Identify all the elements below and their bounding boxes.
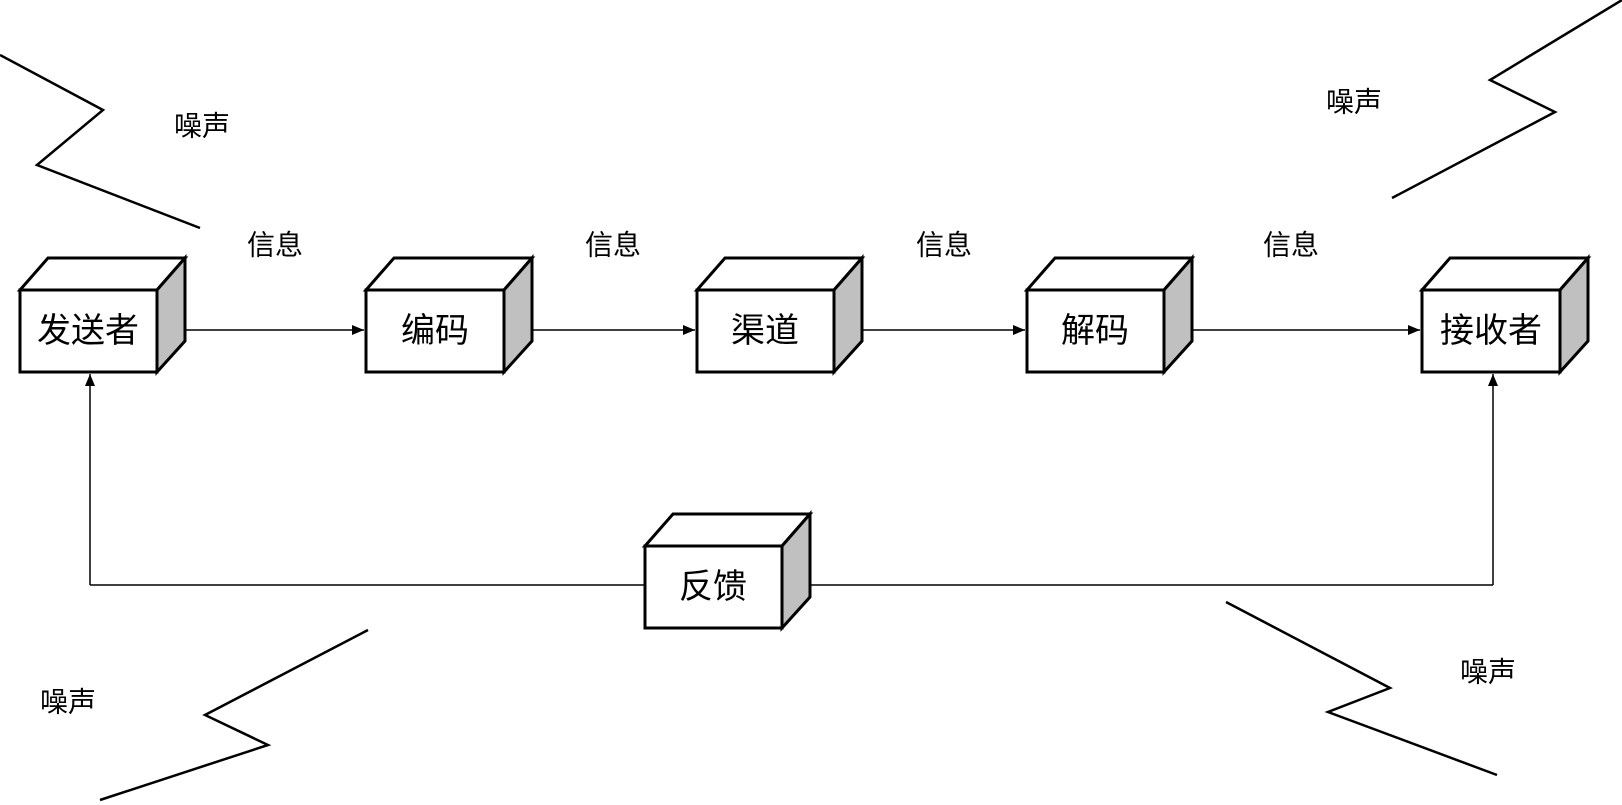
noise-zigzag-bottom-left [99, 628, 369, 802]
sender-box: 发送者 [16, 254, 189, 376]
message-label-4: 信息 [1263, 229, 1319, 262]
message-label-1: 信息 [247, 229, 303, 262]
channel-box: 渠道 [693, 254, 866, 376]
feedback-label: 反馈 [679, 567, 747, 607]
noise-label-top-left: 噪声 [174, 110, 230, 143]
noise-zigzag-bottom-right [1225, 600, 1498, 777]
message-label-2: 信息 [585, 229, 641, 262]
noise-label-bottom-right: 噪声 [1460, 656, 1516, 689]
receiver-label: 接收者 [1440, 311, 1542, 351]
encode-box: 编码 [362, 254, 536, 376]
receiver-box: 接收者 [1418, 254, 1592, 376]
decode-label: 解码 [1061, 311, 1129, 351]
feedback-box: 反馈 [641, 510, 814, 632]
message-label-3: 信息 [916, 229, 972, 262]
noise-label-top-right: 噪声 [1326, 86, 1382, 119]
noise-zigzag-top-right [1391, 0, 1622, 200]
noise-zigzag-top-left [0, 53, 201, 230]
decode-box: 解码 [1023, 254, 1196, 376]
encode-label: 编码 [401, 311, 469, 351]
sender-label: 发送者 [37, 311, 139, 351]
noise-label-bottom-left: 噪声 [40, 686, 96, 719]
channel-label: 渠道 [731, 311, 799, 351]
